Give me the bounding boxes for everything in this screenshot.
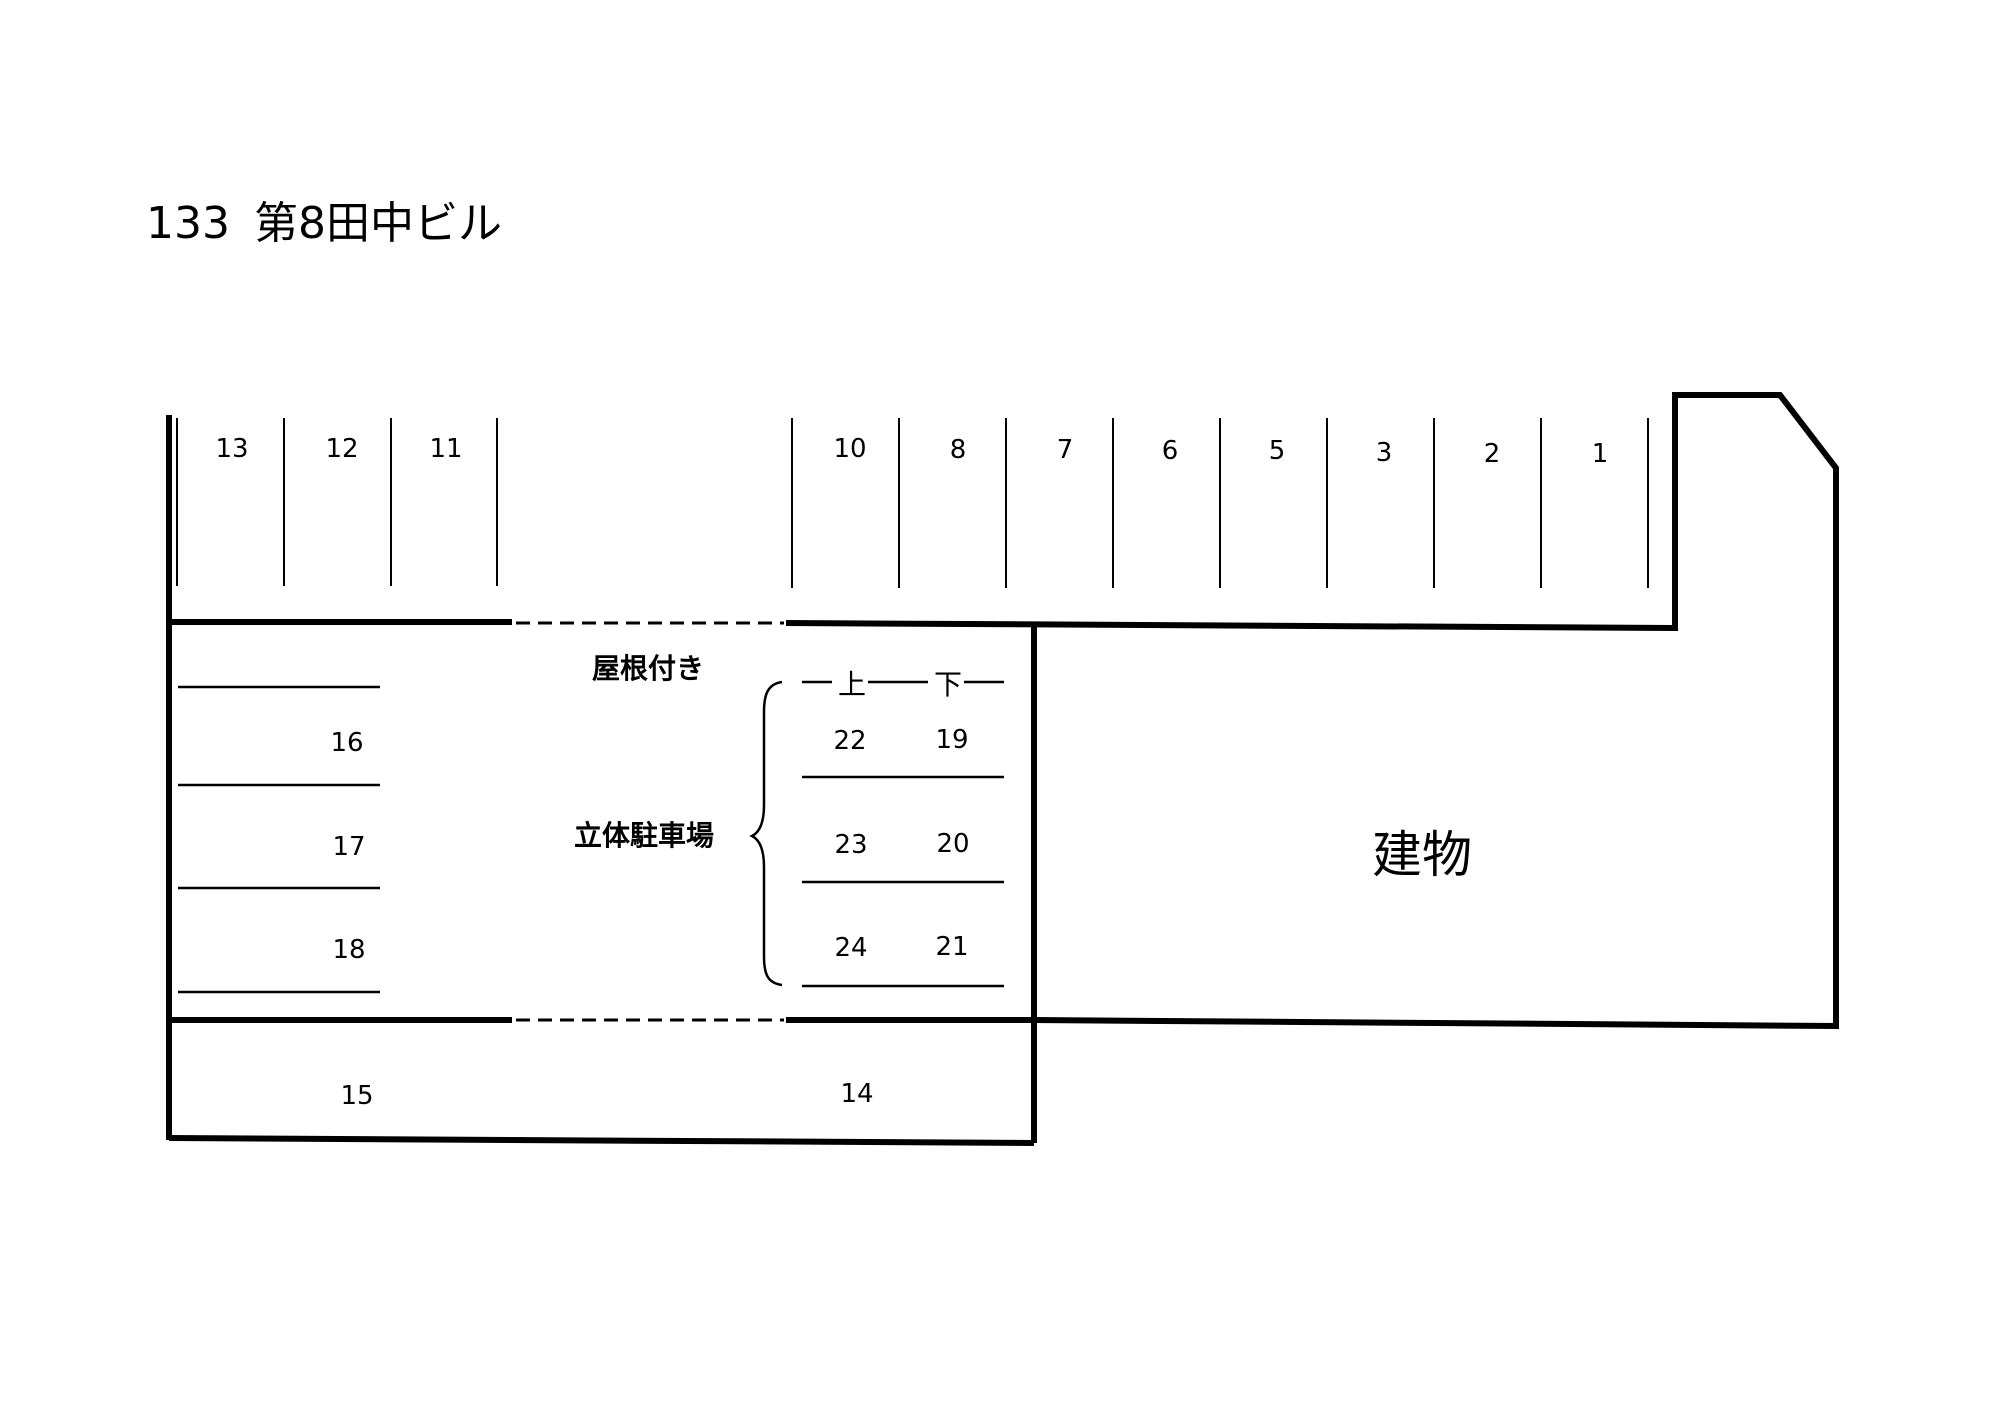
space-number: 17	[332, 832, 365, 862]
space-number: 8	[950, 435, 967, 465]
space-number: 7	[1057, 435, 1074, 465]
roof-label: 屋根付き	[592, 652, 704, 685]
space-number: 12	[325, 434, 358, 464]
multilevel-row-dividers	[802, 775, 1004, 988]
left-space-dividers	[178, 685, 380, 994]
space-number: 13	[215, 434, 248, 464]
space-number: 10	[833, 434, 866, 464]
top-row-dividers	[176, 418, 1649, 588]
space-number: 5	[1269, 436, 1286, 466]
space-number: 18	[332, 935, 365, 965]
space-number: 3	[1376, 438, 1393, 468]
lower-level-label: 下	[934, 668, 962, 701]
left-space-labels: 16 17 18	[330, 728, 365, 965]
space-number: 16	[330, 728, 363, 758]
space-number: 14	[840, 1079, 873, 1109]
grouping-brace	[749, 680, 783, 987]
bottom-row-labels: 15 14	[340, 1079, 873, 1111]
upper-level-label: 上	[838, 668, 866, 701]
lot-number: 133	[146, 198, 230, 249]
space-number-lower: 20	[936, 829, 969, 859]
building-label: 建物	[1372, 826, 1472, 884]
building-outline	[785, 392, 1839, 1030]
space-number-upper: 24	[834, 933, 867, 963]
bottom-row-edge	[168, 1135, 1035, 1146]
space-number: 11	[429, 434, 462, 464]
space-number: 2	[1484, 439, 1501, 469]
space-number-upper: 22	[833, 726, 866, 756]
multilevel-space-labels: 22 19 23 20 24 21	[833, 725, 969, 963]
space-number-upper: 23	[834, 830, 867, 860]
top-row-labels: 13 12 11 10 8 7 6 5 3 2 1	[215, 434, 1608, 469]
space-number: 15	[340, 1081, 373, 1111]
multilevel-parking-label: 立体駐車場	[574, 819, 714, 852]
space-number-lower: 21	[935, 932, 968, 962]
space-number: 6	[1162, 436, 1179, 466]
lot-name: 第8田中ビル	[254, 198, 502, 249]
space-number-lower: 19	[935, 725, 968, 755]
space-number: 1	[1592, 439, 1609, 469]
